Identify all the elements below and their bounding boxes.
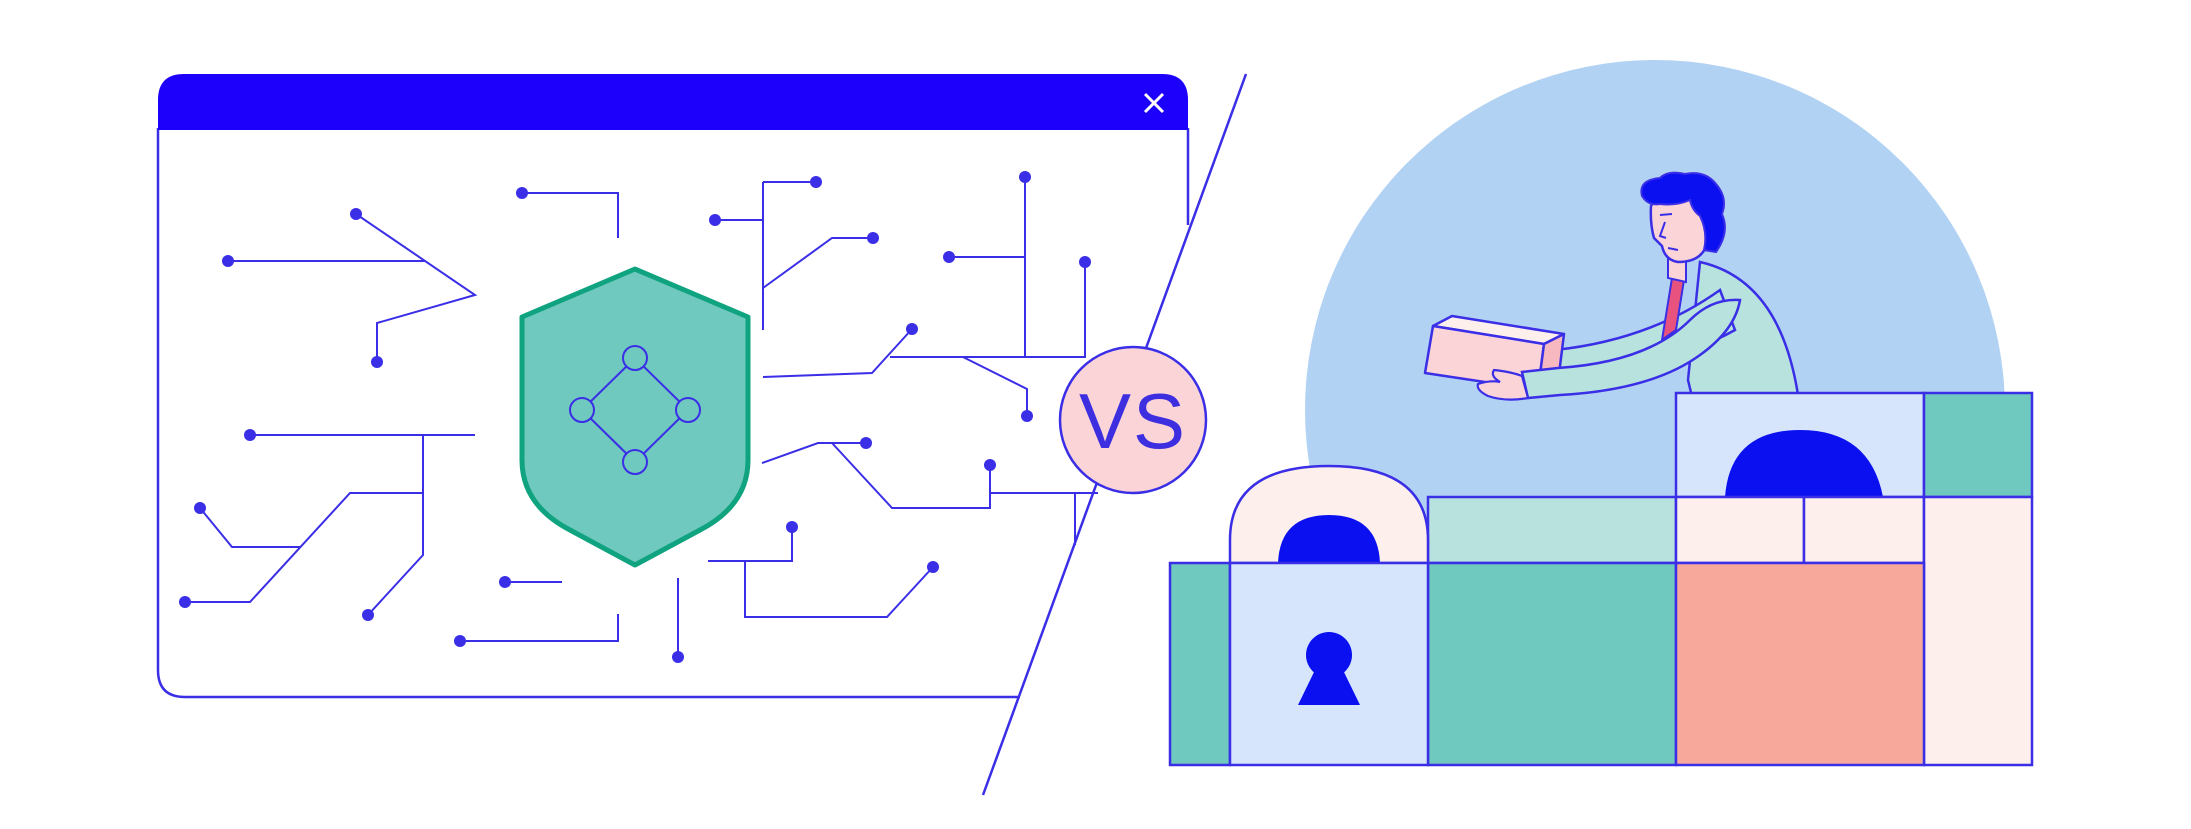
node-dot	[672, 651, 684, 663]
window-frame	[156, 128, 1020, 699]
block	[1802, 495, 1926, 565]
node-dot	[244, 429, 256, 441]
vs-badge: VS	[1058, 345, 1208, 495]
window-title-bar	[158, 74, 1188, 130]
circuit-traces	[185, 177, 1098, 657]
lock-arch	[1228, 464, 1430, 565]
shield	[519, 266, 751, 568]
node-dot	[194, 502, 206, 514]
trace	[831, 442, 991, 509]
block	[1426, 561, 1678, 767]
node-dot	[810, 176, 822, 188]
person-eyebrow	[1659, 213, 1673, 216]
node-dot	[860, 437, 872, 449]
keyhole-icon	[1298, 632, 1360, 705]
person-carrying-box	[1423, 171, 1802, 432]
trace	[355, 213, 478, 362]
trace	[708, 527, 793, 562]
node-dot	[362, 609, 374, 621]
node-dot	[709, 214, 721, 226]
node-dot	[350, 208, 362, 220]
node-dot	[927, 561, 939, 573]
block-dome	[1725, 430, 1883, 497]
trace	[762, 237, 873, 289]
node-dot	[906, 323, 918, 335]
node-dot	[1079, 256, 1091, 268]
trace	[367, 435, 424, 616]
person-nose	[1658, 221, 1667, 239]
trace	[522, 192, 619, 238]
node-dot	[179, 596, 191, 608]
circuit-nodes	[179, 171, 1091, 663]
trace	[762, 328, 913, 378]
block	[1922, 495, 2034, 767]
trace	[890, 262, 1086, 358]
node-dot	[222, 255, 234, 267]
node-dot	[1021, 410, 1033, 422]
node-dot	[454, 635, 466, 647]
block	[1674, 495, 1806, 565]
node-dot	[786, 521, 798, 533]
node-dot	[1019, 171, 1031, 183]
person-hair	[1640, 171, 1726, 254]
trace	[185, 492, 423, 603]
node-dot	[984, 459, 996, 471]
node-dot	[499, 576, 511, 588]
node-dot	[943, 251, 955, 263]
person-mouth	[1667, 247, 1679, 251]
node-dot	[867, 232, 879, 244]
node-dot	[371, 356, 383, 368]
lock-arch-inner	[1278, 515, 1380, 563]
network-diamond	[569, 345, 701, 475]
trace	[460, 614, 619, 642]
trace	[761, 442, 866, 464]
block	[1922, 391, 2034, 499]
block	[1674, 561, 1926, 767]
browser-window	[156, 74, 1190, 699]
block	[1426, 495, 1678, 565]
trace	[199, 507, 300, 548]
person-hand	[1476, 368, 1530, 401]
vs-label: VS	[1079, 377, 1187, 465]
close-icon[interactable]	[1143, 92, 1165, 114]
trace	[962, 356, 1028, 416]
node-dot	[516, 187, 528, 199]
shield-network-icon	[519, 266, 751, 568]
block	[1168, 561, 1232, 767]
block-wall	[1168, 391, 2034, 767]
trace	[744, 561, 934, 618]
